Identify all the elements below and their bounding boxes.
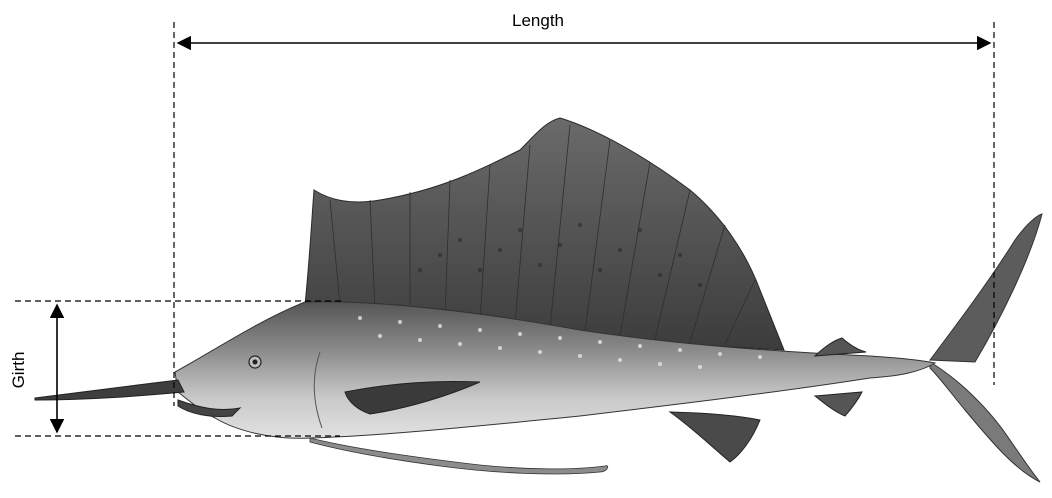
girth-label: Girth [9, 352, 28, 389]
sailfish-illustration [35, 118, 1042, 482]
length-label: Length [512, 11, 564, 30]
